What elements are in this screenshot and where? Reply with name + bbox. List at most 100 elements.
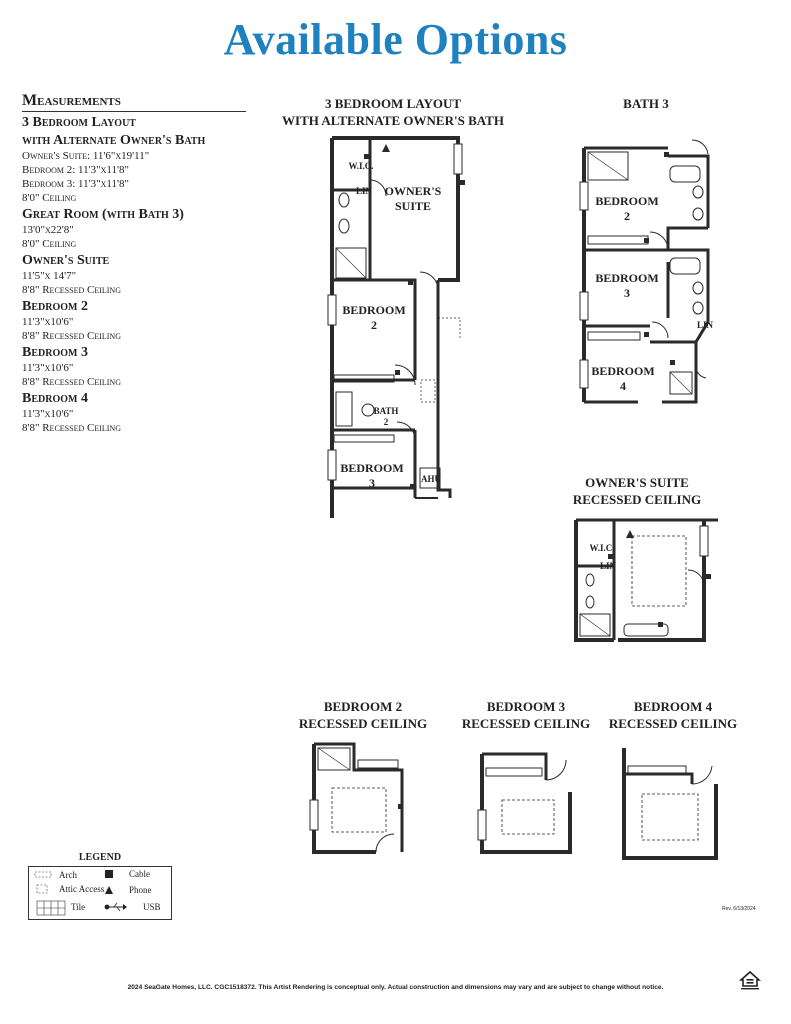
cable-icon — [460, 180, 465, 185]
room-label-line: BEDROOM — [342, 303, 406, 317]
legend-tile-label: Tile — [71, 902, 86, 912]
floorplan-bath-3 — [579, 139, 710, 404]
room-label-line: 2 — [371, 318, 377, 332]
cable-icon — [410, 484, 415, 489]
measurements-heading: Measurements — [22, 92, 246, 112]
room-label-linen: LIN — [599, 561, 616, 571]
cable-icon — [644, 332, 649, 337]
measurement-line: 8'8" Recessed Ceiling — [22, 422, 121, 434]
measurement-line: 11'3"x10'6" — [22, 316, 74, 328]
measurement-line: 11'3"x10'6" — [22, 408, 74, 420]
measurement-heading: Owner's Suite — [22, 253, 110, 268]
plan-title-line: 3 BEDROOM LAYOUT — [324, 96, 462, 111]
floorplan-owners-ceiling — [574, 518, 718, 642]
cable-icon — [644, 238, 649, 243]
floorplan-bed4-ceiling — [622, 748, 718, 860]
plan-title-line: RECESSED CEILING — [608, 716, 738, 731]
footer-disclaimer: 2024 SeaGate Homes, LLC. CGC1518372. Thi… — [127, 984, 664, 991]
room-label-bedroom-2: BEDROOM 2 — [590, 194, 664, 224]
phone-icon — [626, 530, 634, 538]
room-label-line: 4 — [620, 379, 626, 393]
room-label-wic: W.I.C. — [589, 543, 615, 553]
measurement-line: 11'5"x 14'7" — [22, 270, 77, 282]
legend-arch-label: Arch — [59, 870, 77, 880]
plan-title-line: BEDROOM 2 — [323, 699, 403, 714]
legend-cable-label: Cable — [129, 869, 150, 879]
room-label-bedroom-3: BEDROOM 3 — [334, 461, 410, 491]
room-label-wic: W.I.C. — [348, 161, 374, 171]
arch-swatch — [34, 871, 52, 878]
room-label-line: SUITE — [394, 199, 432, 213]
measurement-heading: Bedroom 3 — [22, 345, 88, 360]
cable-icon — [408, 280, 413, 285]
plan-title-3-bedroom: 3 BEDROOM LAYOUT WITH ALTERNATE OWNER'S … — [282, 95, 504, 129]
measurement-line: 8'0" Ceiling — [22, 238, 77, 250]
cable-icon — [364, 154, 369, 159]
measurement-heading: 3 Bedroom Layout — [22, 115, 136, 130]
plan-title-owners-ceiling: OWNER'S SUITE RECESSED CEILING — [560, 474, 714, 508]
room-label-line: 2 — [383, 417, 389, 427]
cable-icon — [398, 804, 403, 809]
room-label-owners-suite: OWNER'S SUITE — [378, 184, 448, 214]
room-label-bath-2: BATH 2 — [370, 406, 402, 428]
measurement-line: 8'8" Recessed Ceiling — [22, 284, 121, 296]
plan-title-bed4-ceiling: BEDROOM 4 RECESSED CEILING — [600, 698, 746, 732]
tile-swatch — [36, 900, 66, 916]
plan-title-line: WITH ALTERNATE OWNER'S BATH — [282, 113, 504, 128]
room-label-bedroom-2: BEDROOM 2 — [336, 303, 412, 333]
measurement-line: Bedroom 3: 11'3"x11'8" — [22, 178, 129, 190]
measurement-line: 13'0"x22'8" — [22, 224, 74, 236]
room-label-bedroom-4: BEDROOM 4 — [586, 364, 660, 394]
measurement-heading: Great Room (with Bath 3) — [22, 207, 184, 222]
legend-swatches — [34, 870, 127, 916]
cable-icon — [105, 870, 113, 878]
room-label-ahu: AHU — [421, 474, 441, 484]
page-title: Available Options — [223, 15, 568, 64]
plan-title-line: BEDROOM 3 — [486, 699, 566, 714]
cable-icon — [670, 360, 675, 365]
floorplan-bed2-ceiling — [309, 742, 404, 854]
revision-date: Rev. 6/13/2024 — [722, 906, 756, 912]
room-label-line: OWNER'S — [384, 184, 442, 198]
measurement-line: 8'8" Recessed Ceiling — [22, 330, 121, 342]
plan-title-line: RECESSED CEILING — [298, 716, 428, 731]
measurement-heading: with Alternate Owner's Bath — [22, 133, 206, 148]
room-label-line: BEDROOM — [340, 461, 404, 475]
cable-icon — [395, 370, 400, 375]
measurement-heading: Bedroom 2 — [22, 299, 88, 314]
phone-icon — [382, 144, 390, 152]
usb-icon — [104, 902, 127, 912]
measurement-line: 11'3"x10'6" — [22, 362, 74, 374]
room-label-linen: LIN — [355, 186, 372, 196]
measurement-line: Owner's Suite: 11'6"x19'11" — [22, 150, 150, 162]
measurements-panel: Measurements 3 Bedroom Layout with Alter… — [22, 92, 246, 435]
legend-phone-label: Phone — [129, 885, 152, 895]
equal-housing-icon — [739, 970, 761, 990]
room-label-line: 3 — [624, 286, 630, 300]
cable-icon — [706, 574, 711, 579]
room-label-bedroom-3: BEDROOM 3 — [590, 271, 664, 301]
plan-title-line: OWNER'S SUITE — [585, 475, 689, 490]
legend-title: LEGEND — [78, 852, 122, 863]
plan-title-bath-3: BATH 3 — [623, 96, 669, 111]
measurement-line: 8'8" Recessed Ceiling — [22, 376, 121, 388]
plan-title-bed3-ceiling: BEDROOM 3 RECESSED CEILING — [456, 698, 596, 732]
plan-title-line: RECESSED CEILING — [461, 716, 591, 731]
measurement-heading: Bedroom 4 — [22, 391, 88, 406]
room-label-line: 2 — [624, 209, 630, 223]
room-label-line: BEDROOM — [595, 194, 659, 208]
room-label-line: BEDROOM — [595, 271, 659, 285]
legend: Arch Attic Access Tile Cable Phone USB — [28, 866, 172, 920]
room-label-linen: LIN — [697, 320, 714, 330]
measurement-line: Bedroom 2: 11'3"x11'8" — [22, 164, 129, 176]
cable-icon — [608, 554, 613, 559]
cable-icon — [658, 622, 663, 627]
plan-title-bed2-ceiling: BEDROOM 2 RECESSED CEILING — [290, 698, 436, 732]
room-label-line: 3 — [369, 476, 375, 490]
legend-attic-label: Attic Access — [59, 884, 105, 894]
phone-icon — [105, 886, 113, 894]
plan-title-line: BEDROOM 4 — [633, 699, 713, 714]
attic-swatch — [36, 884, 48, 894]
measurement-line: 8'0" Ceiling — [22, 192, 77, 204]
room-label-line: BEDROOM — [591, 364, 655, 378]
